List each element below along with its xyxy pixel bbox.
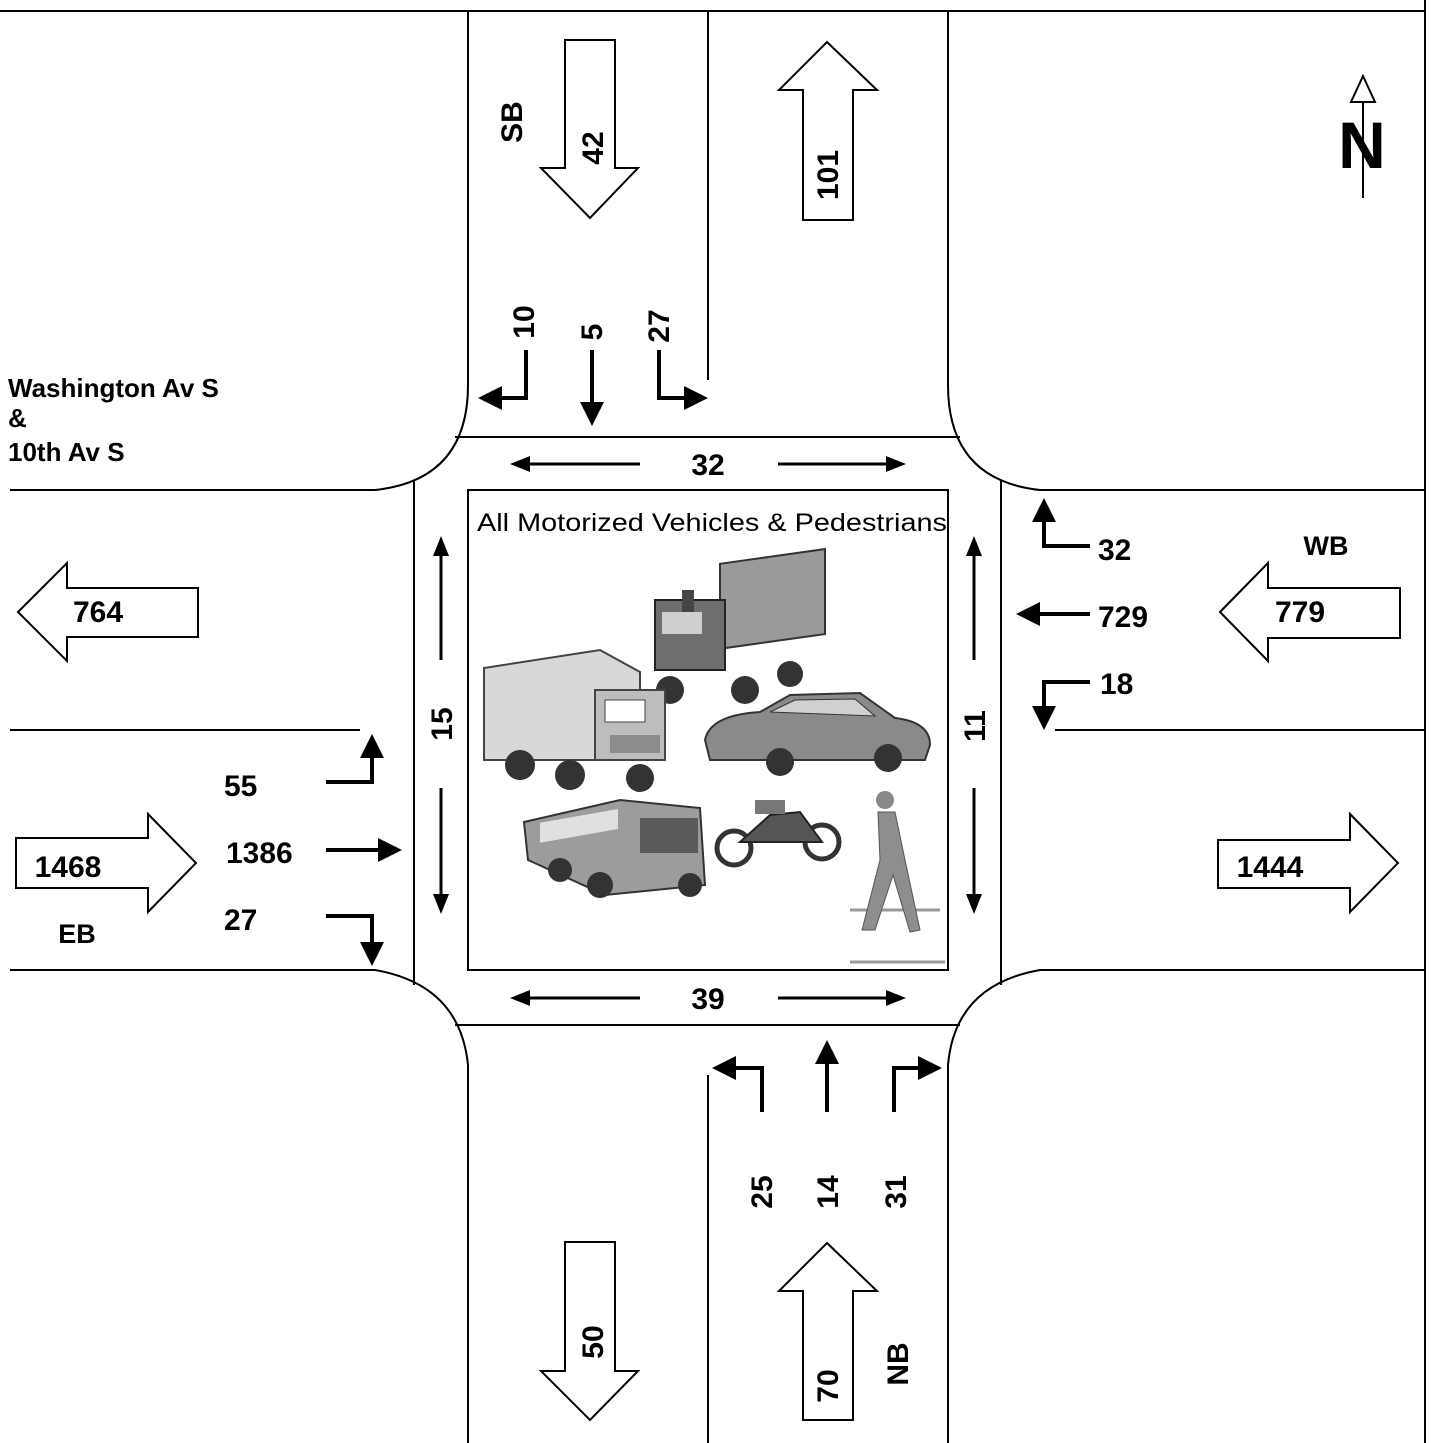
nb-left-turn-arrow: 25 xyxy=(712,1056,779,1209)
sb-thru-count: 5 xyxy=(576,324,609,341)
nb-approach-arrow: 70 xyxy=(776,1241,880,1421)
nb-right-turn-arrow: 31 xyxy=(880,1056,942,1209)
ped-west-crosswalk: 15 xyxy=(426,536,459,914)
nb-right-count: 31 xyxy=(880,1175,913,1208)
sb-label: SB xyxy=(496,101,529,143)
nb-thru-count: 14 xyxy=(812,1175,845,1209)
eb-thru-count: 1386 xyxy=(226,837,293,870)
location-line-2: & xyxy=(8,403,27,433)
eb-approach-arrow: 1468 xyxy=(15,811,198,915)
wb-left-count: 18 xyxy=(1100,668,1133,701)
road-edges xyxy=(10,11,1425,1443)
wb-left-turn-arrow: 18 xyxy=(1032,668,1133,730)
nb-left-count: 25 xyxy=(746,1175,779,1208)
eb-label: EB xyxy=(58,919,96,949)
sb-right-count: 10 xyxy=(508,305,541,338)
wb-label: WB xyxy=(1304,531,1349,561)
eb-approach-total: 1468 xyxy=(35,851,102,884)
nb-exit-arrow: 50 xyxy=(538,1241,641,1422)
location-label: Washington Av S & 10th Av S xyxy=(8,373,219,467)
car-illustration xyxy=(703,691,932,776)
sb-approach-total: 42 xyxy=(577,131,610,164)
eb-right-count: 27 xyxy=(224,904,257,937)
eb-exit-total: 1444 xyxy=(1237,851,1304,884)
center-caption: All Motorized Vehicles & Pedestrians xyxy=(477,509,947,537)
wb-thru-count: 729 xyxy=(1098,601,1148,634)
wb-approach-arrow: 779 xyxy=(1218,560,1401,664)
eb-thru-arrow: 1386 xyxy=(226,837,402,870)
wb-exit-total: 764 xyxy=(73,596,123,629)
eb-right-turn-arrow: 27 xyxy=(224,904,384,966)
location-line-1: Washington Av S xyxy=(8,373,219,403)
sb-thru-arrow: 5 xyxy=(576,324,609,426)
pedestrian-illustration xyxy=(850,791,945,964)
eb-exit-arrow: 764 xyxy=(16,560,199,664)
wb-approach-total: 779 xyxy=(1275,596,1325,629)
nb-exit-total: 101 xyxy=(812,150,845,200)
location-line-3: 10th Av S xyxy=(8,437,125,467)
sb-exit-arrow: 101 xyxy=(776,40,880,221)
semi-truck-illustration xyxy=(654,547,826,704)
ped-east-count: 11 xyxy=(959,710,992,742)
ped-south-count: 39 xyxy=(691,983,724,1016)
ped-east-crosswalk: 11 xyxy=(959,536,992,914)
eb-left-turn-arrow: 55 xyxy=(224,734,384,803)
ped-south-crosswalk: 39 xyxy=(510,983,906,1016)
sb-exit-total: 50 xyxy=(577,1325,610,1358)
wb-right-turn-arrow: 32 xyxy=(1032,498,1131,567)
ped-north-crosswalk: 32 xyxy=(510,449,906,482)
sb-right-turn-arrow: 10 xyxy=(478,305,541,410)
center-box: All Motorized Vehicles & Pedestrians xyxy=(467,489,949,971)
box-truck-illustration xyxy=(483,648,666,792)
nb-label: NB xyxy=(882,1342,915,1385)
north-arrow-icon: N xyxy=(1338,73,1386,198)
sb-left-count: 27 xyxy=(643,309,676,342)
wb-exit-arrow: 1444 xyxy=(1217,811,1400,915)
ped-north-count: 32 xyxy=(691,449,724,482)
wb-right-count: 32 xyxy=(1098,534,1131,567)
motorcycle-illustration xyxy=(714,800,842,868)
ped-west-count: 15 xyxy=(426,707,459,740)
north-label: N xyxy=(1338,108,1386,182)
eb-left-count: 55 xyxy=(224,770,257,803)
sb-approach-arrow: 42 xyxy=(538,39,641,220)
nb-thru-arrow: 14 xyxy=(812,1040,845,1209)
bus-illustration xyxy=(522,798,707,898)
wb-thru-arrow: 729 xyxy=(1016,601,1148,634)
sb-left-turn-arrow: 27 xyxy=(643,309,708,410)
nb-approach-total: 70 xyxy=(812,1369,845,1402)
